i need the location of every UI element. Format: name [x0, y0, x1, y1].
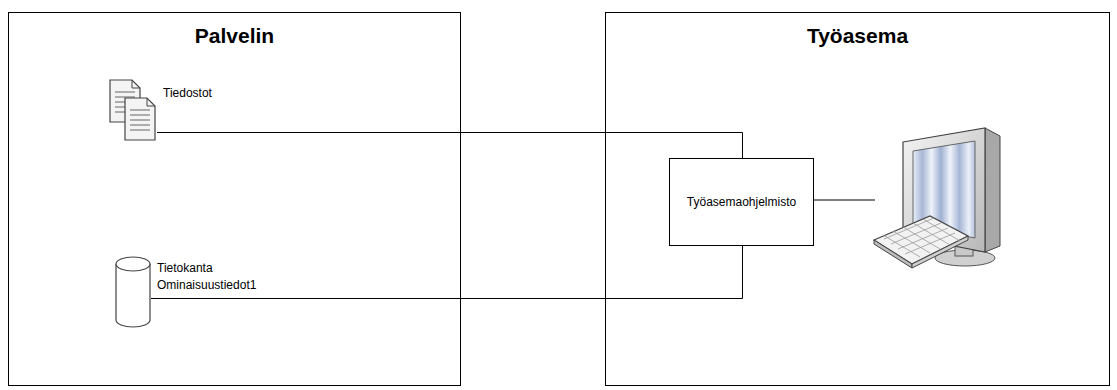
- keyboard: [874, 216, 968, 264]
- software-box: Työasemaohjelmisto: [669, 158, 814, 246]
- server-region: PalvelinTiedostotTietokanta Ominaisuusti…: [8, 12, 461, 386]
- monitor-side: [985, 128, 1000, 252]
- connector-line: [151, 246, 743, 299]
- page-line: [130, 115, 150, 116]
- document-icon: [109, 79, 157, 141]
- cylinder-body: [116, 264, 150, 327]
- box-label: Työasemaohjelmisto: [681, 195, 802, 209]
- document-page: [125, 98, 155, 140]
- icon-label: Tiedostot: [163, 85, 212, 102]
- database-cylinder: Tietokanta Ominaisuustiedot1: [115, 256, 151, 328]
- workstation-region: TyöasemaTyöasemaohjelmisto: [605, 12, 1110, 386]
- page-line: [130, 130, 150, 131]
- connector-line: [157, 133, 743, 159]
- icon-label: Tietokanta Ominaisuustiedot1: [157, 260, 256, 294]
- page-line: [115, 97, 135, 98]
- page-line: [130, 110, 150, 111]
- region-title: Työasema: [606, 24, 1109, 48]
- page-line: [115, 92, 135, 93]
- keyboard-edge: [874, 240, 912, 268]
- cylinder-top: [116, 257, 150, 271]
- page-line: [130, 120, 150, 121]
- monitor-wire: [813, 200, 875, 201]
- cylinder-icon: [115, 256, 151, 328]
- page-fold: [147, 98, 155, 106]
- region-title: Palvelin: [9, 24, 460, 48]
- keyboard-keys: [883, 218, 960, 257]
- page-line: [130, 125, 150, 126]
- page-fold: [132, 80, 140, 88]
- files-icon: Tiedostot: [109, 79, 157, 141]
- page-outline: [125, 98, 155, 140]
